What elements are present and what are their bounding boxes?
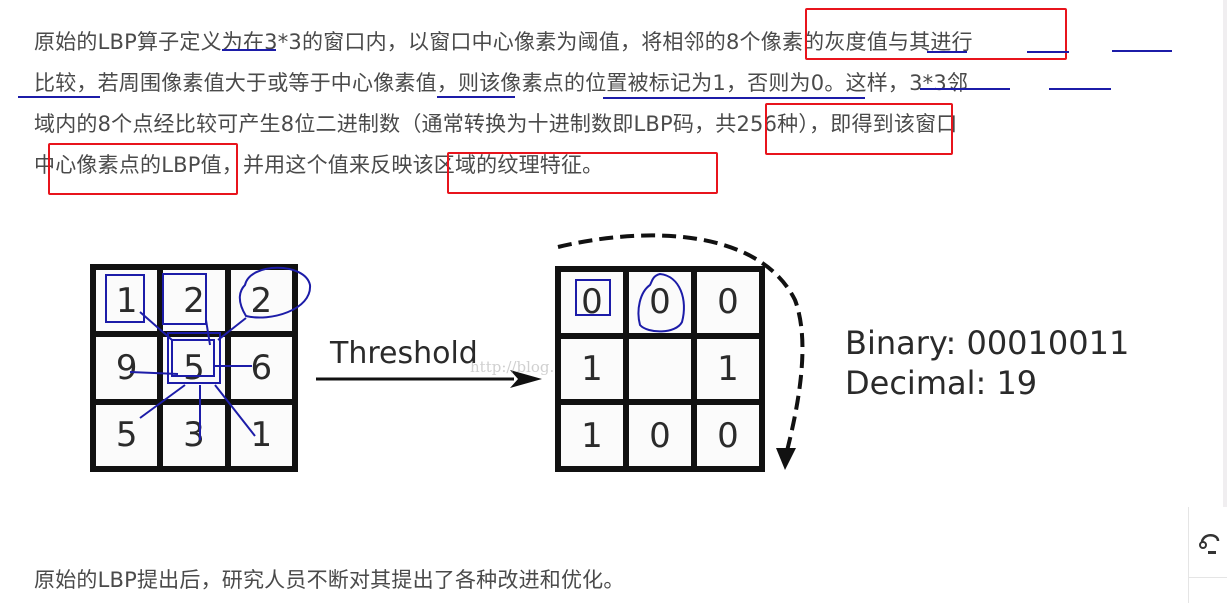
grid-cell: 1: [230, 404, 292, 466]
grid-cell: 5: [96, 404, 158, 466]
grid-cell: 0: [697, 405, 759, 466]
grid-cell: 6: [230, 337, 292, 399]
paragraph-line: 原始的LBP算子定义为在3*3的窗口内，以窗口中心像素为阈值，将相邻的8个像素的…: [34, 30, 973, 54]
threshold-arrow-icon: [316, 370, 542, 388]
grid-cell: 0: [629, 405, 691, 466]
headset-icon: [1198, 534, 1219, 554]
side-toolbar-button[interactable]: [1189, 578, 1227, 603]
grid-cell: 1: [561, 405, 623, 466]
threshold-label: Threshold: [330, 336, 478, 371]
grid-cell: 9: [96, 337, 158, 399]
grid-cell: 1: [697, 338, 759, 400]
grid-cell-center: [629, 338, 691, 400]
paragraph-line: 域内的8个点经比较可产生8位二进制数（通常转换为十进制数即LBP码，共256种）…: [34, 112, 958, 136]
grid-cell: 0: [561, 272, 623, 333]
customer-service-button[interactable]: [1189, 507, 1227, 578]
page-scroll-edge: [1223, 0, 1227, 603]
grid-cell: 0: [697, 272, 759, 333]
grid-cell: 2: [163, 270, 225, 332]
grid-cell: 1: [561, 338, 623, 400]
floating-side-toolbar: [1188, 507, 1227, 603]
paragraph-line: 比较，若周围像素值大于或等于中心像素值，则该像素点的位置被标记为1，否则为0。这…: [34, 71, 969, 95]
lbp-improvements-paragraph: 原始的LBP提出后，研究人员不断对其提出了各种改进和优化。: [34, 568, 625, 592]
decimal-result-label: Decimal: 19: [845, 364, 1038, 402]
lbp-definition-paragraph: 原始的LBP算子定义为在3*3的窗口内，以窗口中心像素为阈值，将相邻的8个像素的…: [34, 22, 973, 186]
binary-result-label: Binary: 00010011: [845, 324, 1130, 362]
paragraph-line: 中心像素点的LBP值，并用这个值来反映该区域的纹理特征。: [34, 153, 604, 177]
